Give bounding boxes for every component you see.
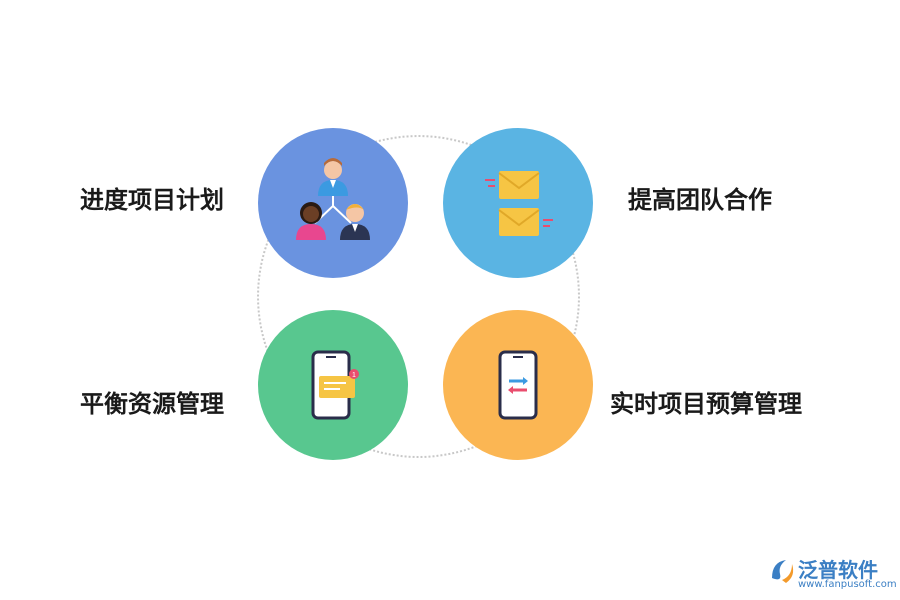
dotted-ring <box>257 135 580 458</box>
label-budget-management: 实时项目预算管理 <box>610 390 802 418</box>
logo-url: www.fanpusoft.com <box>798 579 897 590</box>
label-team-collaboration: 提高团队合作 <box>628 186 772 214</box>
phone-message-icon: 1 <box>311 350 359 420</box>
svg-text:1: 1 <box>352 372 356 379</box>
envelopes-icon <box>485 171 553 236</box>
node-team-collaboration <box>443 128 593 278</box>
node-budget-management <box>443 310 593 460</box>
label-project-plan: 进度项目计划 <box>80 186 224 214</box>
phone-transfer-icon <box>498 350 538 420</box>
node-project-plan <box>258 128 408 278</box>
logo-mark-icon <box>772 560 794 583</box>
brand-logo: 泛普软件 www.fanpusoft.com <box>768 550 897 595</box>
label-resource-management: 平衡资源管理 <box>80 390 224 418</box>
logo-name: 泛普软件 <box>798 558 878 582</box>
node-resource-management: 1 <box>258 310 408 460</box>
team-hierarchy-icon <box>296 158 370 240</box>
